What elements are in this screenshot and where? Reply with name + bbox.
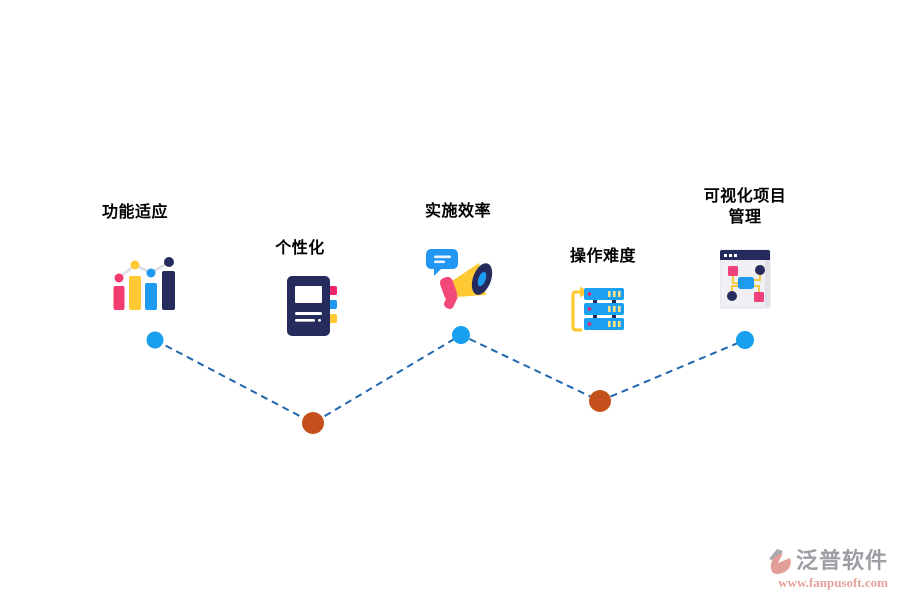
milestone-node [146, 331, 164, 349]
milestone-label-2: 个性化 [275, 240, 325, 257]
milestone-node [452, 326, 470, 344]
connector-line [154, 333, 746, 425]
megaphone-icon [426, 249, 493, 309]
milestone-node [589, 390, 611, 412]
milestone-node [302, 412, 324, 434]
milestone-node [736, 331, 754, 349]
watermark-brand: 泛普软件 [795, 548, 888, 573]
milestone-label-1: 功能适应 [101, 204, 169, 221]
milestone-label-4: 操作难度 [569, 248, 637, 265]
milestone-label-3: 实施效率 [424, 203, 492, 220]
flowchart-window-icon [720, 249, 771, 309]
fanpu-logo-icon [768, 549, 791, 574]
bar-chart-icon [113, 257, 175, 310]
watermark-url: www.fanpusoft.com [778, 575, 888, 590]
server-stack-icon [571, 286, 624, 332]
milestone-label-5: 可视化项目 管理 [703, 188, 787, 226]
notebook-icon [287, 276, 337, 336]
watermark: 泛普软件 www.fanpusoft.com [767, 547, 888, 590]
